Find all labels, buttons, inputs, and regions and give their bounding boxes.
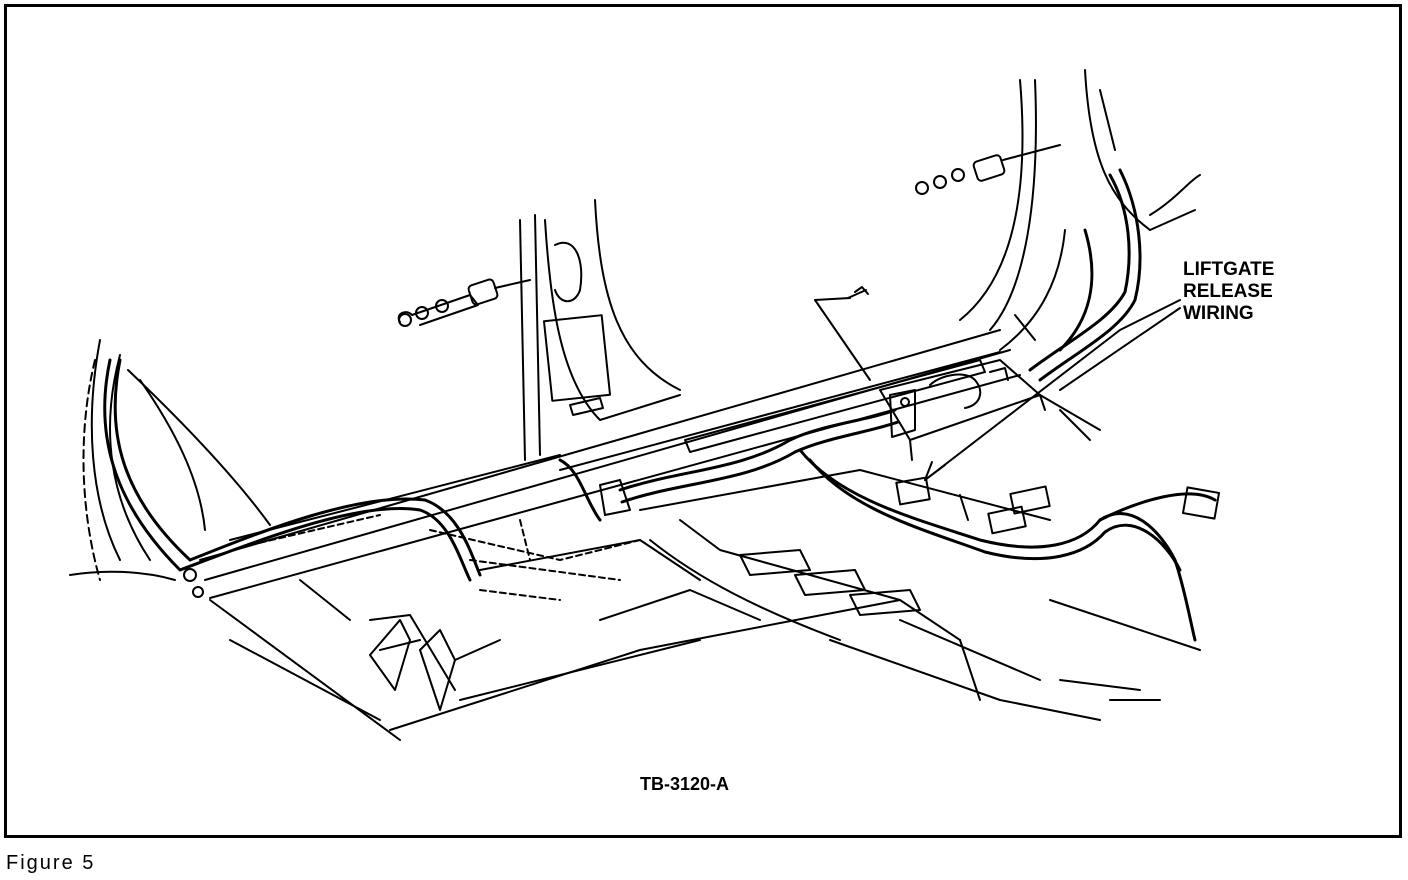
- left-body-panel: [69, 339, 271, 581]
- figure-caption: Figure 5: [6, 852, 96, 874]
- door-striker-right: [915, 144, 1061, 195]
- drawing-code: TB-3120-A: [640, 774, 730, 794]
- liftgate-release-wiring-label: LIFTGATE RELEASE WIRING: [1183, 259, 1274, 325]
- figure-frame: [4, 4, 1402, 838]
- hidden-lines: [249, 514, 641, 601]
- door-striker-left: [397, 278, 531, 327]
- callout-line-2: RELEASE: [1183, 281, 1273, 302]
- floor-brackets: [183, 479, 631, 711]
- sill-panel: [199, 329, 1021, 599]
- callout-line-3: WIRING: [1183, 303, 1254, 324]
- harness-connectors: [895, 476, 1221, 535]
- callout-leader: [924, 299, 1181, 481]
- b-pillar: [519, 199, 681, 461]
- callout-line-1: LIFTGATE: [1183, 259, 1275, 280]
- floor-pan: [209, 394, 1201, 741]
- wiring-harness: [103, 168, 1217, 642]
- screw-fastener: [814, 286, 871, 381]
